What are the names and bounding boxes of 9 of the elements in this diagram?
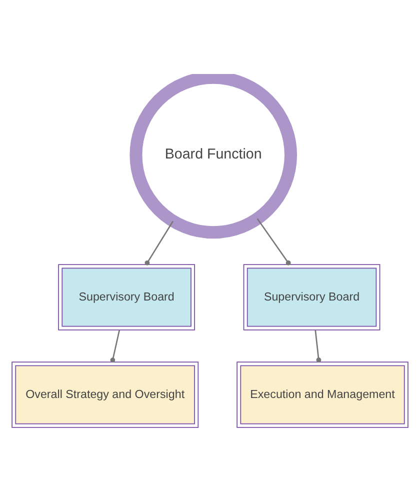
node-box: Supervisory Board bbox=[58, 264, 196, 330]
node-box: Overall Strategy and Oversight bbox=[12, 361, 199, 428]
connector bbox=[256, 218, 291, 265]
connector bbox=[144, 220, 174, 265]
node-box: Execution and Management bbox=[236, 361, 408, 428]
node-circle: Board Function bbox=[130, 74, 298, 238]
connector bbox=[314, 329, 322, 362]
connector bbox=[110, 329, 120, 362]
node-box: Supervisory Board bbox=[243, 264, 380, 330]
